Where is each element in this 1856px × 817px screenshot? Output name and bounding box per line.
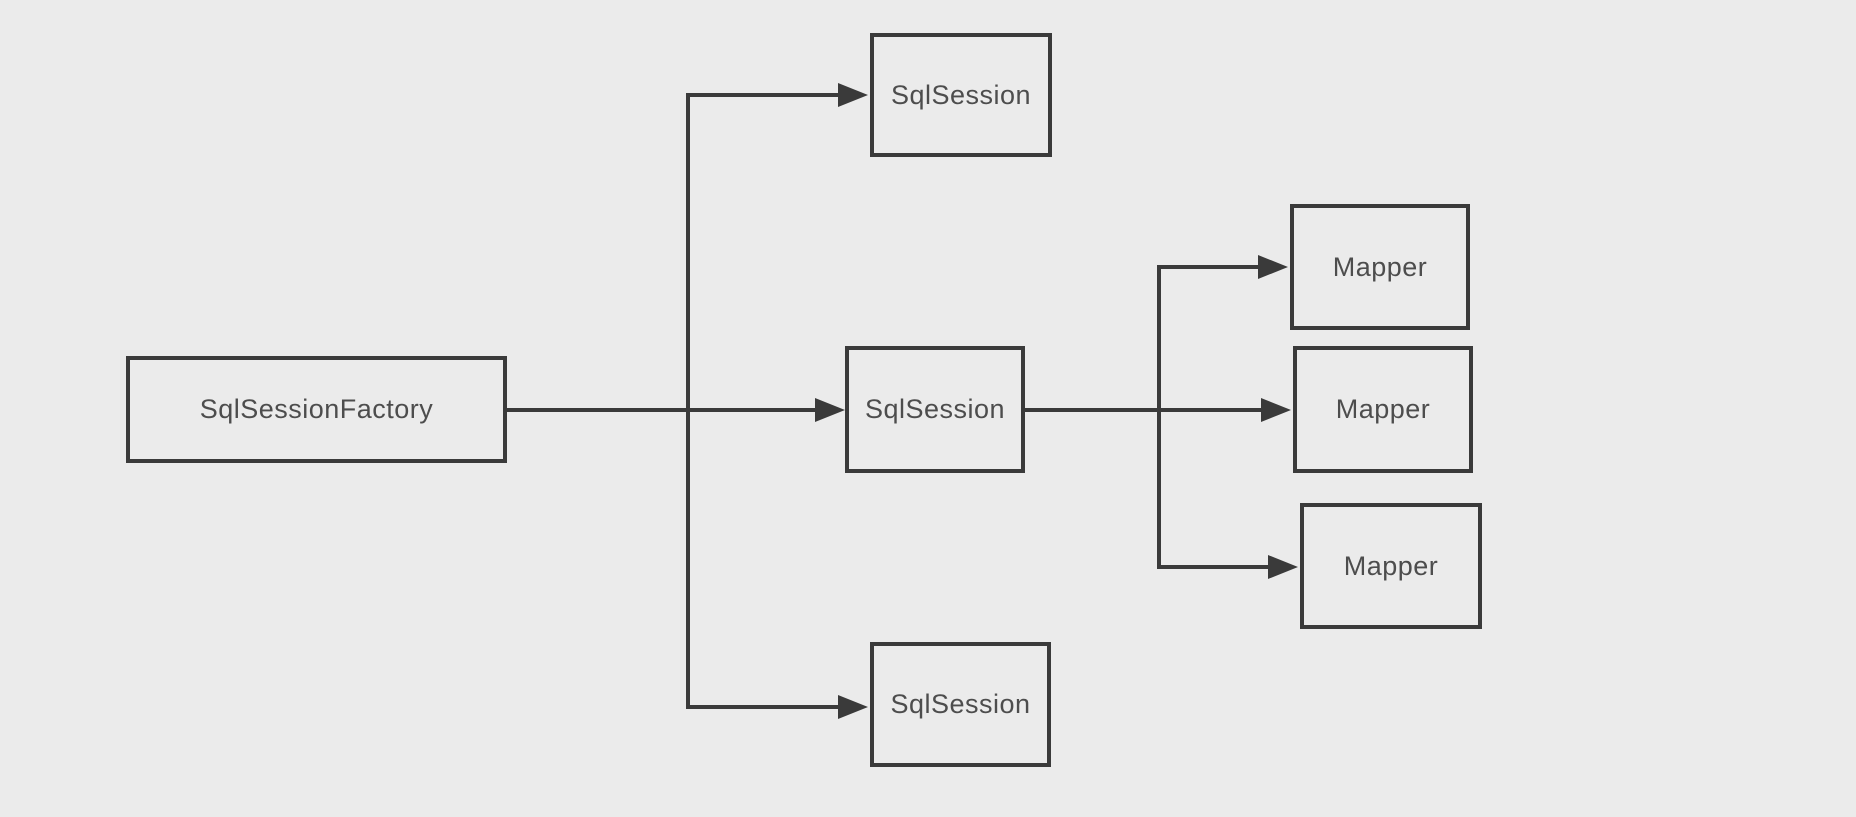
arrowhead-session-bottom	[838, 695, 868, 719]
arrowhead-mapper-middle	[1261, 398, 1291, 422]
connector-session-branch	[1157, 265, 1271, 569]
node-sqlsessionfactory: SqlSessionFactory	[126, 356, 507, 463]
node-sqlsession-middle: SqlSession	[845, 346, 1025, 473]
arrowhead-session-top	[838, 83, 868, 107]
node-mapper-bottom-label: Mapper	[1343, 550, 1439, 581]
node-sqlsessionfactory-label: SqlSessionFactory	[199, 394, 434, 424]
node-mapper-middle: Mapper	[1293, 346, 1473, 473]
node-sqlsession-bottom: SqlSession	[870, 642, 1051, 767]
arrowhead-mapper-bottom	[1268, 555, 1298, 579]
node-sqlsession-top: SqlSession	[870, 33, 1052, 157]
arrowhead-session-middle	[815, 398, 845, 422]
node-mapper-middle-label: Mapper	[1335, 394, 1431, 424]
node-sqlsession-top-label: SqlSession	[890, 79, 1032, 110]
node-sqlsession-bottom-label: SqlSession	[890, 689, 1031, 719]
node-mapper-top: Mapper	[1290, 204, 1470, 330]
arrowhead-mapper-top	[1258, 255, 1288, 279]
connector-factory-branch	[686, 93, 840, 709]
node-mapper-bottom: Mapper	[1300, 503, 1482, 629]
node-mapper-top-label: Mapper	[1332, 251, 1428, 282]
node-sqlsession-middle-label: SqlSession	[864, 394, 1006, 424]
